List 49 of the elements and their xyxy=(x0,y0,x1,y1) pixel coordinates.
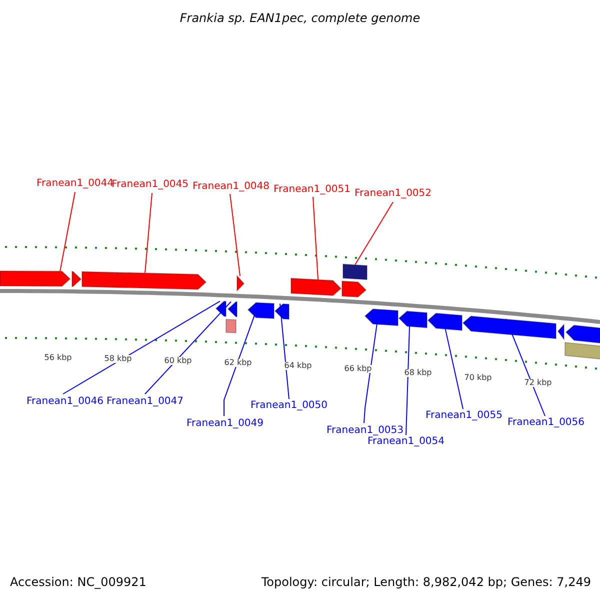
leader-line xyxy=(224,302,260,416)
scale-label: 56 kbp xyxy=(43,354,73,362)
gene-label: Franean1_0053 xyxy=(326,426,404,436)
title: Frankia sp. EAN1pec, complete genome xyxy=(180,12,420,24)
scale-label: 72 kbp xyxy=(523,378,553,387)
scale-label: 66 kbp xyxy=(343,365,373,374)
leader-line xyxy=(230,194,240,276)
leader-line xyxy=(60,192,76,272)
leader-line xyxy=(312,196,318,280)
scale-label: 64 kbp xyxy=(283,362,313,370)
leader-line xyxy=(144,192,152,274)
gene-label: Franean1_0052 xyxy=(354,189,432,199)
leader-line xyxy=(62,300,220,394)
scale-label: 58 kbp xyxy=(103,355,133,364)
gene-label: Franean1_0056 xyxy=(507,418,585,428)
gene-block xyxy=(342,280,367,298)
gene-block xyxy=(236,275,245,292)
leader-line xyxy=(442,313,464,410)
gene-label: Franean1_0047 xyxy=(106,397,184,407)
gene-label: Franean1_0044 xyxy=(36,179,114,189)
gene-label: Franean1_0051 xyxy=(273,185,351,195)
gene-label: Franean1_0045 xyxy=(111,180,189,190)
gene-label: Franean1_0050 xyxy=(250,401,328,411)
scale-label: 68 kbp xyxy=(403,369,433,378)
gene-label: Franean1_0048 xyxy=(192,182,270,192)
scale-label: 62 kbp xyxy=(223,358,253,367)
accession-text: Accession: NC_009921 xyxy=(10,576,146,588)
leader-line xyxy=(364,308,380,424)
gene-label: Franean1_0055 xyxy=(425,411,503,421)
genome-summary: Topology: circular; Length: 8,982,042 bp; Genes: 7,249 xyxy=(261,576,591,588)
gene-block xyxy=(215,300,226,317)
gene-block xyxy=(274,303,290,320)
scale-label: 70 kbp xyxy=(463,374,493,382)
gene-label: Franean1_0054 xyxy=(367,437,445,447)
leader-line xyxy=(280,303,290,400)
gene-block xyxy=(427,312,462,331)
gene-label: Franean1_0049 xyxy=(186,419,264,429)
gene-block xyxy=(398,310,428,328)
gene-block xyxy=(247,302,274,320)
feature-block xyxy=(564,342,600,361)
gene-label: Franean1_0046 xyxy=(26,397,104,407)
gene-block xyxy=(227,301,238,318)
scale-label: 60 kbp xyxy=(163,356,193,365)
gene-block xyxy=(364,308,398,326)
feature-block xyxy=(226,318,236,334)
leader-line xyxy=(506,318,546,416)
feature-block xyxy=(342,264,368,280)
leader-line xyxy=(406,311,410,436)
leader-line xyxy=(144,301,232,394)
